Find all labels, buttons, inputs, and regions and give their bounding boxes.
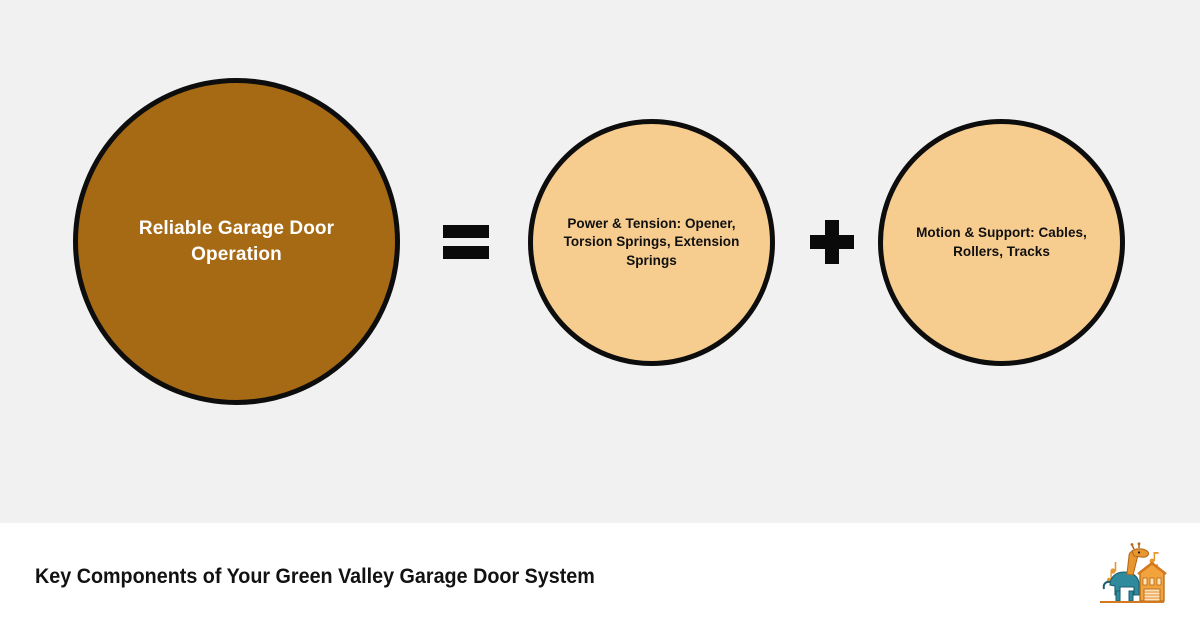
equals-operator bbox=[437, 213, 495, 271]
plus-icon bbox=[810, 220, 854, 264]
footer-caption: Key Components of Your Green Valley Gara… bbox=[35, 564, 595, 588]
equals-bar-top bbox=[443, 225, 489, 238]
plus-operator bbox=[803, 213, 861, 271]
node-reliable-garage-door-operation: Reliable Garage Door Operation bbox=[73, 78, 400, 405]
giraffe-garage-logo-icon bbox=[1100, 541, 1167, 603]
equals-bar-bottom bbox=[443, 246, 489, 259]
node-label-result: Reliable Garage Door Operation bbox=[138, 218, 335, 265]
node-label-power-and-tension: Power & Tension: Opener, Torsion Springs… bbox=[563, 216, 740, 268]
equals-icon bbox=[443, 225, 489, 259]
node-power-and-tension: Power & Tension: Opener, Torsion Springs… bbox=[528, 119, 775, 366]
node-motion-and-support: Motion & Support: Cables, Rollers, Track… bbox=[878, 119, 1125, 366]
footer-bar: Key Components of Your Green Valley Gara… bbox=[0, 523, 1200, 630]
node-label-motion-and-support: Motion & Support: Cables, Rollers, Track… bbox=[916, 225, 1087, 259]
diagram-canvas: Reliable Garage Door Operation Power & T… bbox=[0, 0, 1200, 523]
plus-stroke-vertical bbox=[825, 220, 839, 264]
